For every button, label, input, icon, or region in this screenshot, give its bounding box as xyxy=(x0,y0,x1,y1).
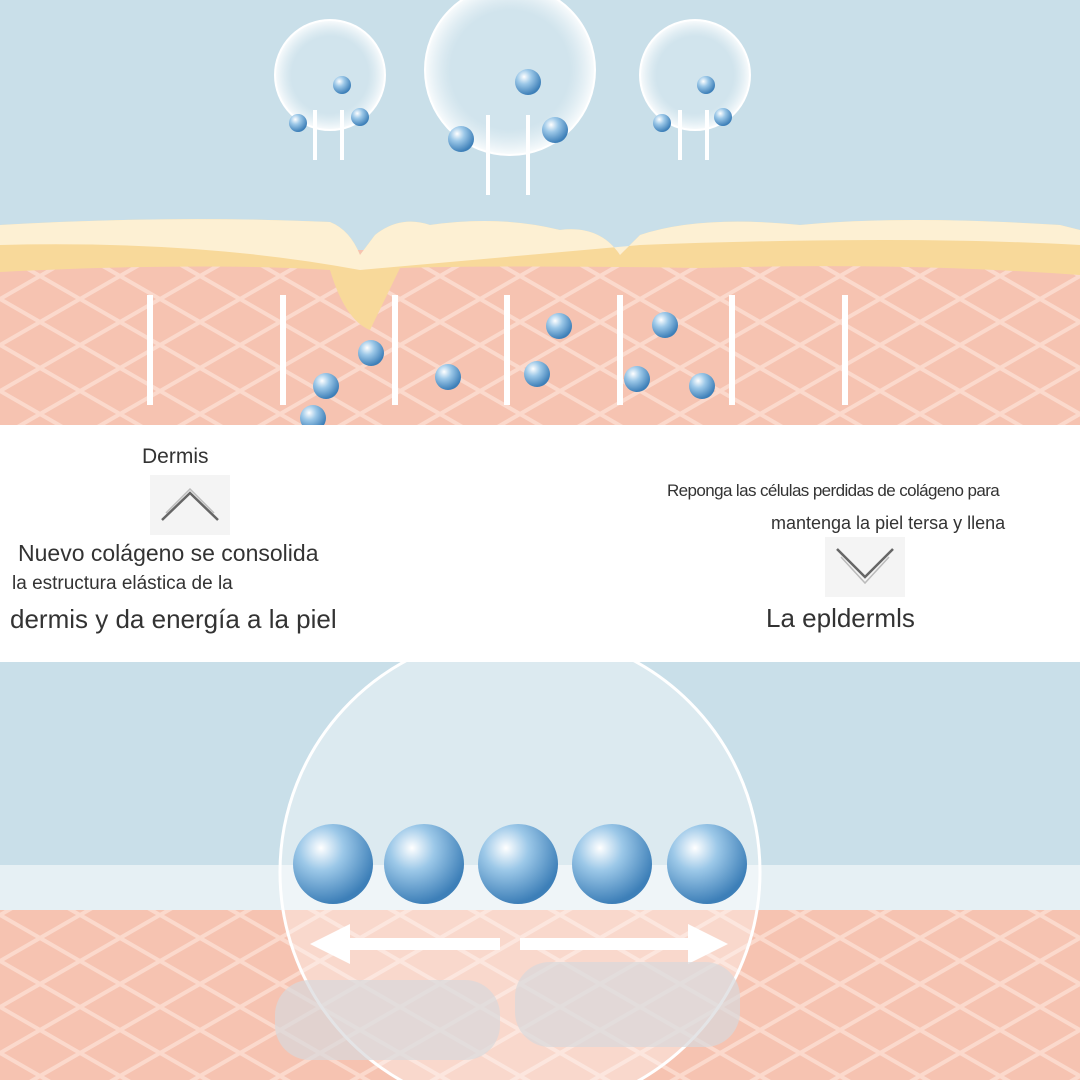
cell-shapes xyxy=(275,962,740,1060)
up-arrows xyxy=(147,295,848,405)
collagen-beads xyxy=(293,824,747,904)
left-text-line1: Nuevo colágeno se consolida xyxy=(18,540,319,566)
left-text-line3: dermis y da energía a la piel xyxy=(10,604,337,634)
chevron-down-icon xyxy=(825,537,905,597)
bottom-illustration xyxy=(0,662,1080,1080)
epidermis-label: La epldermls xyxy=(766,603,915,633)
left-text-line2: la estructura elástica de la xyxy=(12,573,233,594)
right-text-line2: mantenga la piel tersa y llena xyxy=(771,513,1006,533)
collagen-beads xyxy=(289,69,732,425)
bubbles xyxy=(274,0,751,156)
top-illustration xyxy=(0,0,1080,425)
dermis-label: Dermis xyxy=(142,445,209,468)
chevron-up-icon xyxy=(150,475,230,535)
right-text-line1: Reponga las células perdidas de colágeno… xyxy=(667,481,1000,500)
down-arrows xyxy=(313,110,709,195)
horizontal-arrows xyxy=(310,924,728,964)
